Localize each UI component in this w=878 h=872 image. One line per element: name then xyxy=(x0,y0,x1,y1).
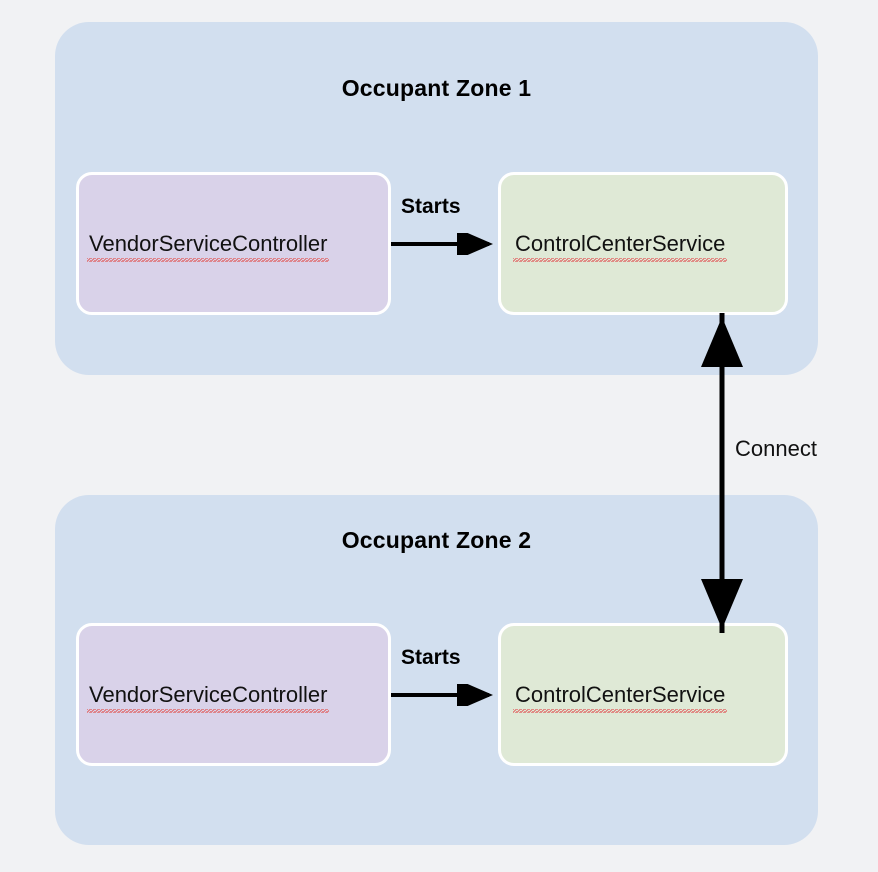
zone-2-starts-arrow-icon xyxy=(391,684,493,706)
connect-edge-label: Connect xyxy=(735,436,817,461)
zone-2-control-center-service-node[interactable]: ControlCenterService xyxy=(498,623,788,766)
zone-2-control-center-service-label: ControlCenterService xyxy=(513,681,728,713)
zone-2-vendor-service-controller-node[interactable]: VendorServiceController xyxy=(76,623,391,766)
zone-1-starts-edge-label: Starts xyxy=(401,195,461,218)
zone-2-title: Occupant Zone 2 xyxy=(341,527,532,553)
zone-2-vendor-service-controller-label: VendorServiceController xyxy=(87,681,330,713)
zone-1-vendor-service-controller-node[interactable]: VendorServiceController xyxy=(76,172,391,315)
zone-1-starts-arrow-icon xyxy=(391,233,493,255)
zone-1-vendor-service-controller-label: VendorServiceController xyxy=(87,230,330,262)
zone-1-control-center-service-label: ControlCenterService xyxy=(513,230,728,262)
zone-1-title: Occupant Zone 1 xyxy=(341,75,532,101)
zone-2-starts-edge-label: Starts xyxy=(401,646,461,669)
occupant-zone-1-container: Occupant Zone 1 VendorServiceController … xyxy=(55,22,818,375)
occupant-zone-2-container: Occupant Zone 2 VendorServiceController … xyxy=(55,495,818,845)
zone-1-control-center-service-node[interactable]: ControlCenterService xyxy=(498,172,788,315)
connect-bidirectional-arrow-icon xyxy=(701,313,743,633)
